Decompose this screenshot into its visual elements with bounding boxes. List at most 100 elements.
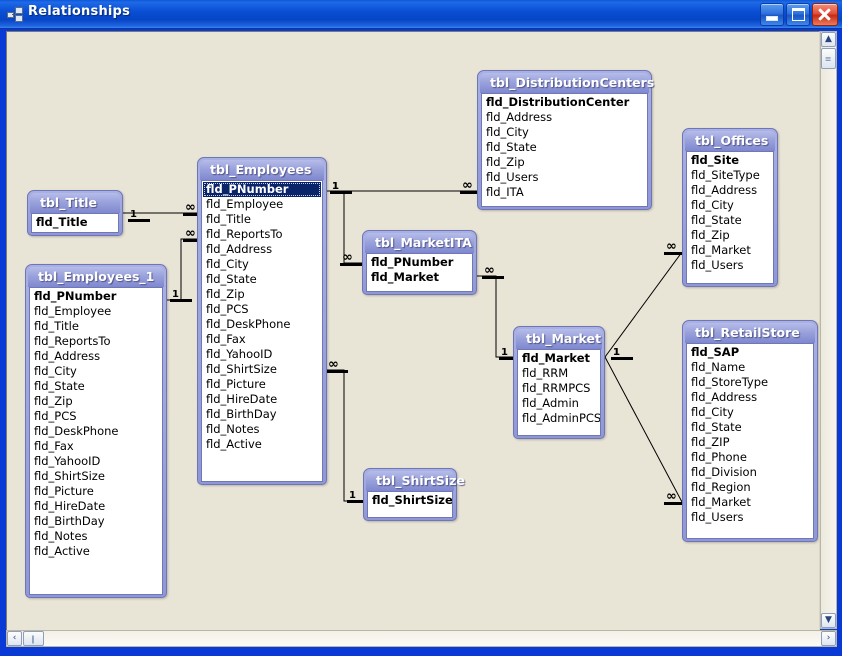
field-row[interactable]: fld_Address: [486, 110, 553, 124]
field-row[interactable]: fld_State: [691, 213, 742, 227]
field-row[interactable]: fld_City: [691, 405, 734, 419]
field-row[interactable]: fld_Title: [34, 319, 79, 333]
field-row[interactable]: fld_Address: [691, 183, 758, 197]
relationship-line-employees-to-shirtsize[interactable]: [327, 369, 363, 502]
field-row[interactable]: fld_Market: [691, 243, 751, 257]
field-row[interactable]: fld_City: [691, 198, 734, 212]
field-row[interactable]: fld_DistributionCenter: [486, 95, 630, 109]
field-row[interactable]: fld_Zip: [34, 394, 73, 408]
field-row[interactable]: fld_Address: [34, 349, 101, 363]
field-row[interactable]: fld_YahooID: [34, 454, 101, 468]
field-row[interactable]: fld_Division: [691, 465, 757, 479]
field-row[interactable]: fld_AdminPCS: [522, 411, 601, 425]
field-row[interactable]: fld_Users: [691, 510, 744, 524]
field-row[interactable]: fld_Users: [691, 258, 744, 272]
field-row-selected[interactable]: fld_PNumber: [203, 182, 321, 197]
table-title[interactable]: tbl_ShirtSize: [366, 471, 465, 491]
field-row[interactable]: fld_SAP: [691, 345, 740, 359]
field-row[interactable]: fld_Market: [691, 495, 751, 509]
relationship-line-market-to-retailstore[interactable]: [604, 356, 683, 503]
field-row[interactable]: fld_Fax: [206, 332, 246, 346]
field-row[interactable]: fld_HireDate: [206, 392, 278, 406]
field-row[interactable]: fld_State: [206, 272, 257, 286]
field-row[interactable]: fld_Employee: [34, 304, 112, 318]
field-row[interactable]: fld_City: [486, 125, 529, 139]
vertical-scrollbar[interactable]: ▲ ≡ ▼: [820, 31, 837, 629]
table-title[interactable]: tbl_Market: [516, 329, 602, 349]
table-title[interactable]: tbl_MarketITA: [365, 233, 474, 253]
field-row[interactable]: fld_ZIP: [691, 435, 730, 449]
field-row[interactable]: fld_Phone: [691, 450, 747, 464]
close-button[interactable]: [812, 3, 838, 26]
table-title[interactable]: tbl_Employees_1: [28, 267, 164, 287]
field-row[interactable]: fld_Employee: [206, 197, 284, 211]
field-row[interactable]: fld_BirthDay: [206, 407, 277, 421]
field-list[interactable]: fld_Title: [31, 213, 119, 233]
field-row[interactable]: fld_Title: [36, 215, 88, 229]
field-row[interactable]: fld_ShirtSize: [34, 469, 105, 483]
field-row[interactable]: fld_Site: [691, 153, 740, 167]
table-title[interactable]: tbl_Title: [30, 193, 120, 213]
field-row[interactable]: fld_Notes: [206, 422, 260, 436]
field-row[interactable]: fld_Market: [522, 351, 591, 365]
field-row[interactable]: fld_Market: [371, 270, 440, 284]
field-row[interactable]: fld_DeskPhone: [34, 424, 119, 438]
scroll-down-arrow[interactable]: ▼: [821, 613, 836, 628]
field-row[interactable]: fld_Region: [691, 480, 751, 494]
field-row[interactable]: fld_HireDate: [34, 499, 106, 513]
field-row[interactable]: fld_State: [34, 379, 85, 393]
field-row[interactable]: fld_Users: [486, 170, 539, 184]
vertical-scroll-thumb[interactable]: ≡: [821, 48, 836, 69]
field-row[interactable]: fld_PNumber: [371, 255, 454, 269]
field-row[interactable]: fld_Zip: [206, 287, 245, 301]
field-row[interactable]: fld_Active: [34, 544, 90, 558]
field-row[interactable]: fld_Admin: [522, 396, 579, 410]
field-row[interactable]: fld_Address: [691, 390, 758, 404]
field-row[interactable]: fld_State: [486, 140, 537, 154]
field-row[interactable]: fld_SiteType: [691, 168, 760, 182]
field-row[interactable]: fld_ShirtSize: [206, 362, 277, 376]
field-row[interactable]: fld_ShirtSize: [372, 493, 453, 507]
field-row[interactable]: fld_Notes: [34, 529, 88, 543]
table-box-tbl_ShirtSize[interactable]: tbl_ShirtSize fld_ShirtSize: [363, 468, 465, 521]
field-row[interactable]: fld_Address: [206, 242, 273, 256]
field-row[interactable]: fld_Zip: [691, 228, 730, 242]
table-title[interactable]: tbl_DistributionCenters: [480, 73, 654, 93]
field-row[interactable]: fld_Picture: [206, 377, 266, 391]
maximize-button[interactable]: [786, 3, 810, 26]
field-row[interactable]: fld_ITA: [486, 185, 524, 199]
field-row[interactable]: fld_Active: [206, 437, 262, 451]
table-box-tbl_Title[interactable]: tbl_Title fld_Title: [27, 190, 123, 236]
field-row[interactable]: fld_RRMPCS: [522, 381, 591, 395]
field-row[interactable]: fld_City: [206, 257, 249, 271]
field-row[interactable]: fld_DeskPhone: [206, 317, 291, 331]
field-list[interactable]: fld_ShirtSize: [367, 491, 453, 518]
relationship-line-marketita-to-market[interactable]: [477, 275, 513, 358]
horizontal-scrollbar[interactable]: ‹ ❙ ›: [6, 630, 837, 647]
relationship-line-market-to-offices[interactable]: [604, 251, 683, 358]
field-row[interactable]: fld_YahooID: [206, 347, 273, 361]
minimize-button[interactable]: [760, 3, 784, 26]
horizontal-scroll-thumb[interactable]: ❙: [23, 631, 44, 646]
scroll-up-arrow[interactable]: ▲: [821, 32, 836, 47]
table-title[interactable]: tbl_RetailStore: [685, 323, 815, 343]
field-row[interactable]: fld_Title: [206, 212, 251, 226]
field-row[interactable]: fld_Picture: [34, 484, 94, 498]
field-row[interactable]: fld_RRM: [522, 366, 569, 380]
field-row[interactable]: fld_Zip: [486, 155, 525, 169]
field-row[interactable]: fld_PCS: [206, 302, 249, 316]
table-title[interactable]: tbl_Employees: [200, 160, 324, 180]
field-row[interactable]: fld_BirthDay: [34, 514, 105, 528]
